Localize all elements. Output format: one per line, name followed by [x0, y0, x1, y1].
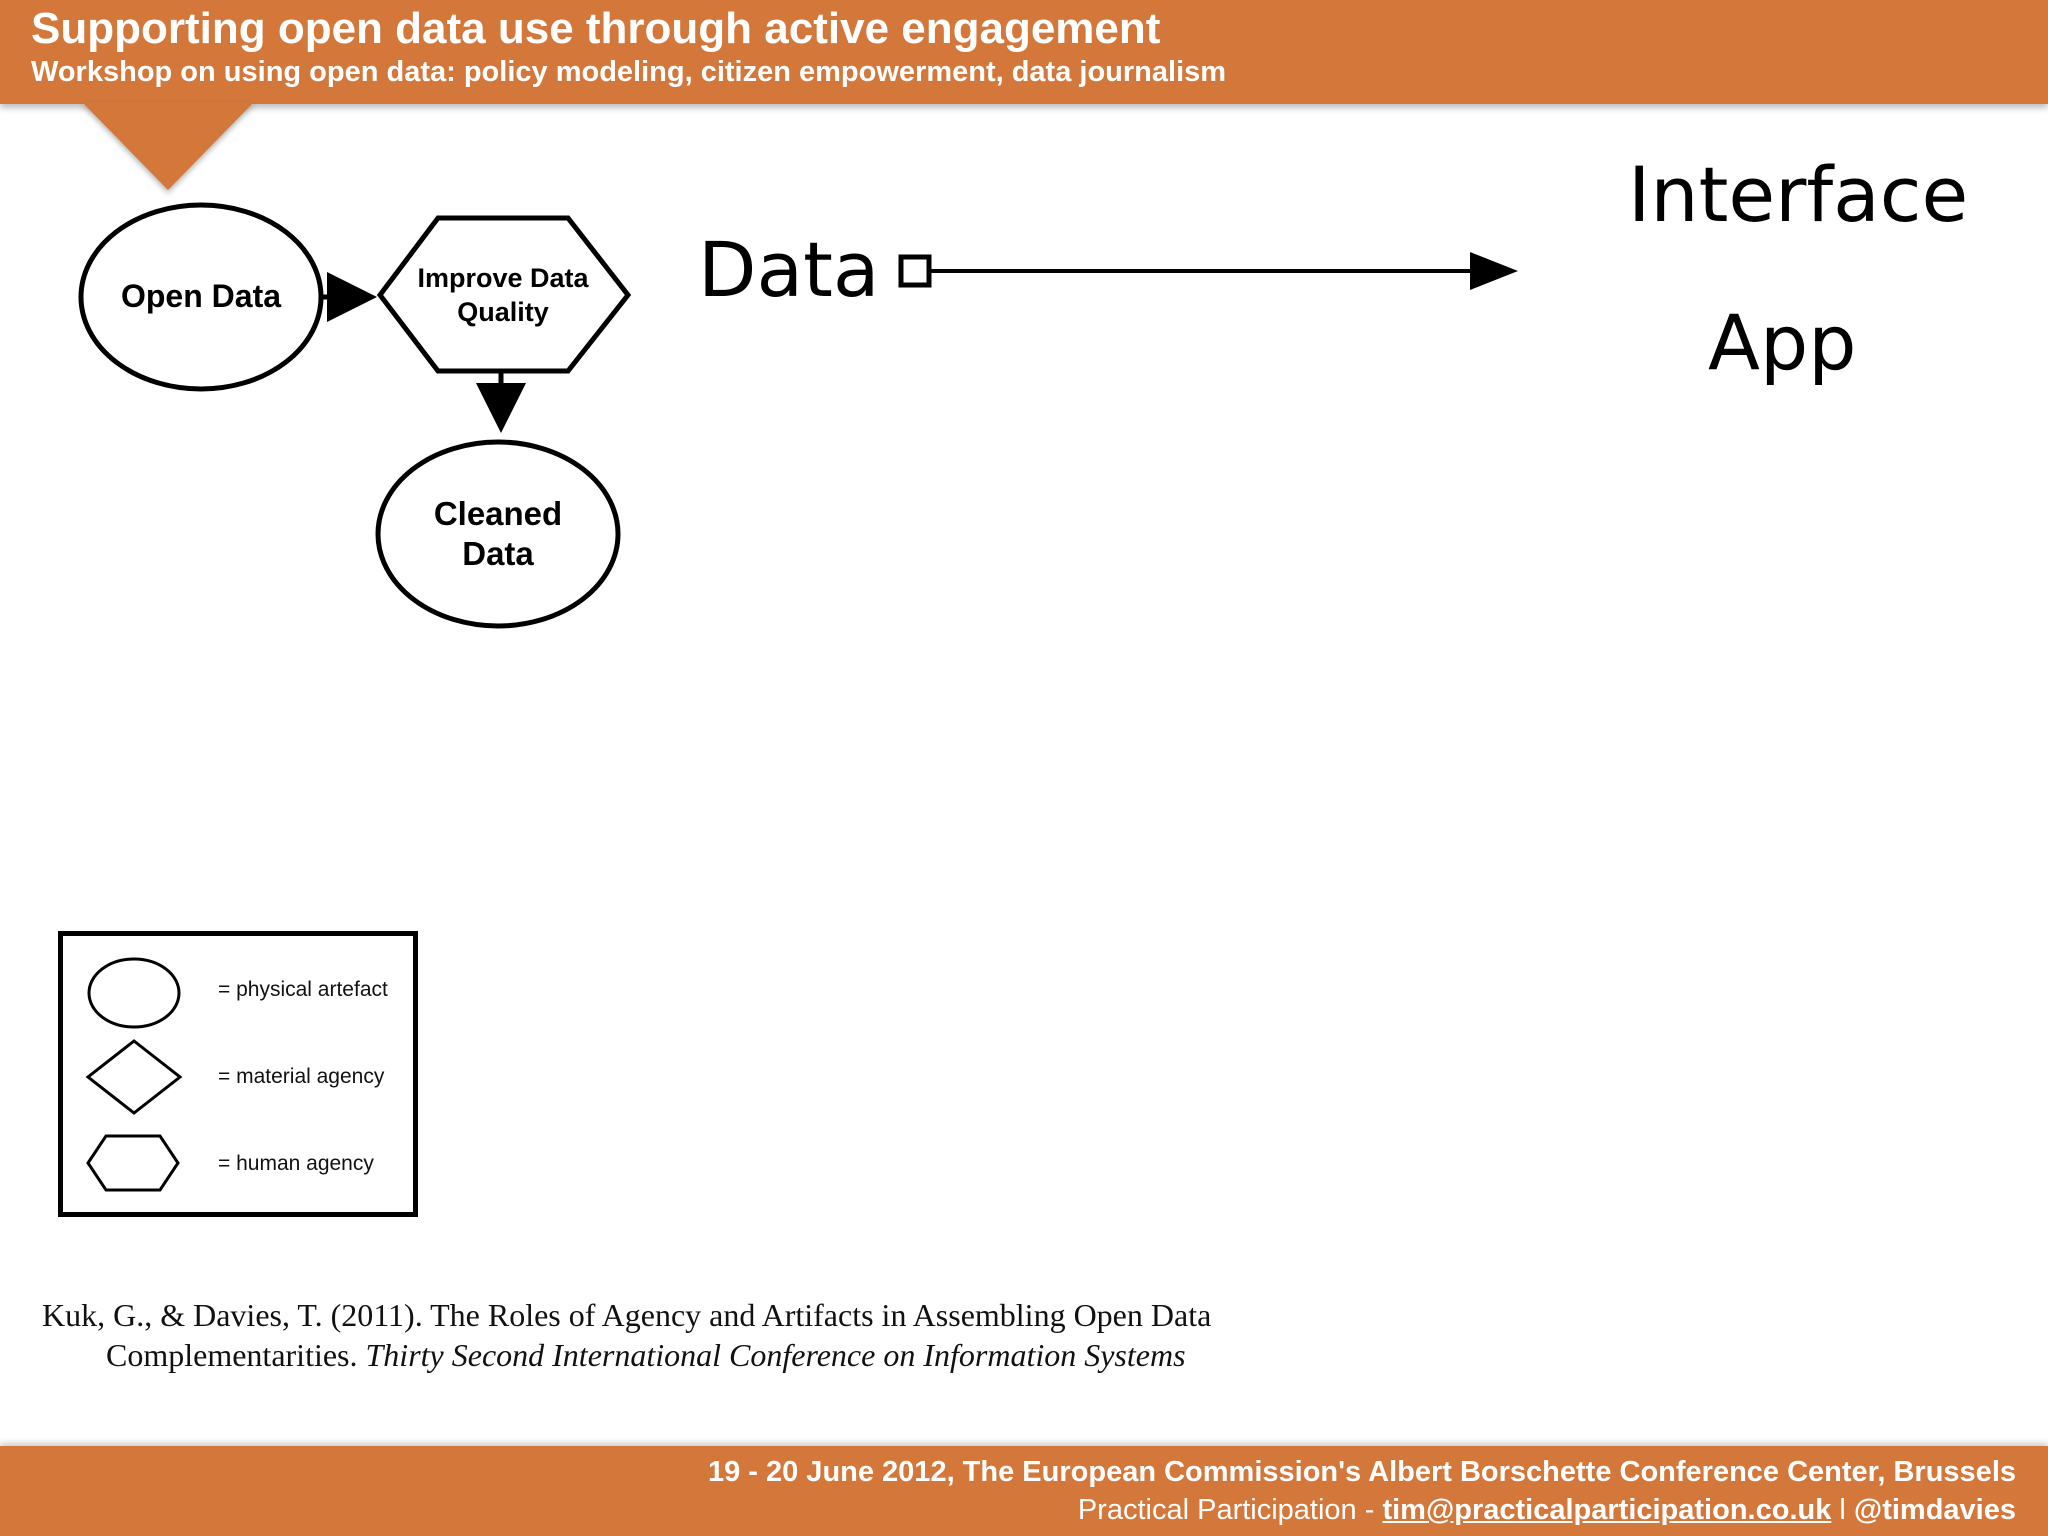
legend-shapes	[85, 957, 183, 1192]
cleaned-data-label-line1: Cleaned	[434, 495, 562, 532]
app-label: App	[1708, 298, 1857, 387]
slide-title: Supporting open data use through active …	[31, 4, 1161, 53]
footer-event-info: 19 - 20 June 2012, The European Commissi…	[707, 1456, 2016, 1488]
improve-quality-node	[376, 215, 632, 374]
footer-separator: l	[1831, 1494, 1854, 1526]
citation: Kuk, G., & Davies, T. (2011). The Roles …	[42, 1295, 1242, 1375]
cleaned-data-node	[375, 439, 621, 629]
footer-twitter-handle: @timdavies	[1853, 1494, 2016, 1526]
cleaned-data-label-line2: Data	[462, 535, 534, 572]
data-connector-square	[898, 254, 932, 288]
citation-text: Kuk, G., & Davies, T. (2011). The Roles …	[42, 1297, 1212, 1373]
open-data-label: Open Data	[121, 278, 281, 314]
header-pointer-arrow	[82, 102, 254, 190]
open-data-node	[78, 202, 324, 392]
footer-contact: Practical Participation - tim@practicalp…	[1078, 1494, 2016, 1527]
data-to-interface-arrowhead	[1470, 252, 1518, 290]
legend-label-material-agency: = material agency	[218, 1065, 385, 1088]
footer-bar: 19 - 20 June 2012, The European Commissi…	[0, 1446, 2048, 1536]
citation-venue: Thirty Second International Conference o…	[365, 1337, 1186, 1373]
improve-quality-label-line1: Improve Data	[417, 263, 589, 293]
legend-ellipse-icon	[87, 957, 181, 1029]
footer-org: Practical Participation -	[1077, 1494, 1383, 1526]
header-bar: Supporting open data use through active …	[0, 0, 2048, 104]
legend: = physical artefact = material agency = …	[58, 931, 418, 1217]
legend-label-human-agency: = human agency	[218, 1152, 374, 1175]
legend-hexagon-icon	[86, 1134, 180, 1192]
data-label: Data	[698, 225, 880, 314]
improve-quality-label-line2: Quality	[457, 297, 549, 327]
legend-label-physical-artefact: = physical artefact	[218, 978, 388, 1001]
legend-diamond-icon	[85, 1039, 183, 1115]
interface-label: Interface	[1628, 150, 1969, 239]
footer-email-link[interactable]: tim@practicalparticipation.co.uk	[1382, 1494, 1832, 1526]
slide-subtitle: Workshop on using open data: policy mode…	[31, 56, 1227, 88]
